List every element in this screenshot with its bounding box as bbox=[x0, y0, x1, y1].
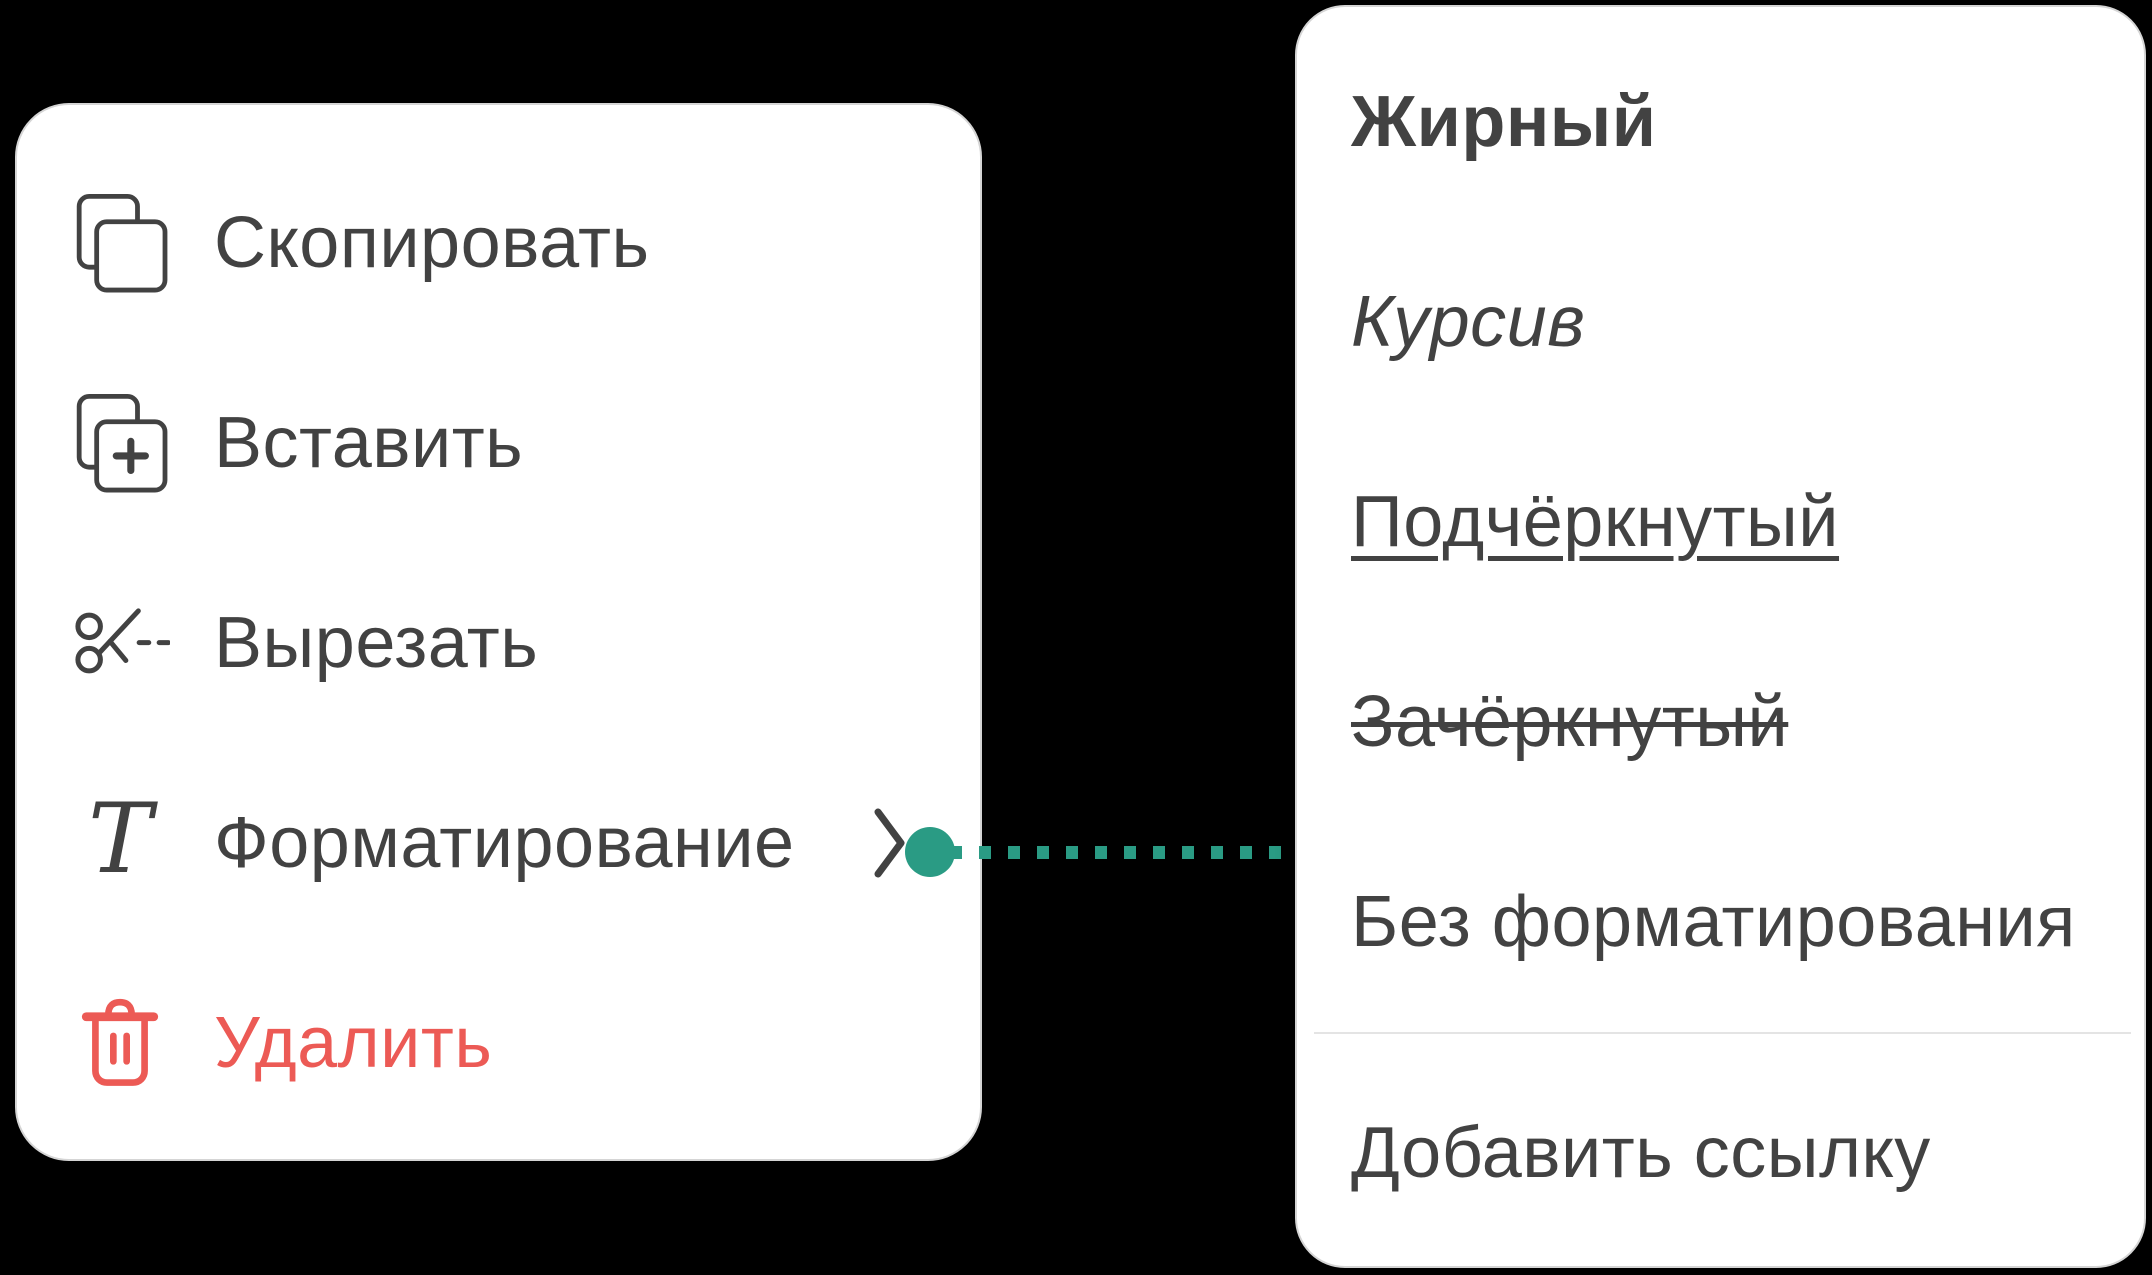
submenu-item-label: Курсив bbox=[1351, 282, 1586, 362]
submenu-item-label: Жирный bbox=[1351, 82, 1657, 162]
menu-item-formatting[interactable]: T Форматирование bbox=[70, 743, 960, 943]
menu-item-label: Вырезать bbox=[214, 603, 539, 683]
copy-icon bbox=[70, 193, 170, 293]
format-submenu: Жирный Курсив Подчёркнутый Зачёркнутый Б… bbox=[1295, 5, 2146, 1268]
submenu-divider bbox=[1314, 1032, 2131, 1034]
menu-item-label: Удалить bbox=[214, 1003, 493, 1083]
submenu-item-clear-formatting[interactable]: Без форматирования bbox=[1351, 822, 2094, 1022]
submenu-item-label: Подчёркнутый bbox=[1351, 482, 1840, 562]
submenu-item-bold[interactable]: Жирный bbox=[1351, 22, 2094, 222]
context-menu: Скопировать Вставить bbox=[15, 103, 982, 1161]
menu-item-cut[interactable]: Вырезать bbox=[70, 543, 960, 743]
cut-icon bbox=[70, 593, 170, 693]
menu-item-copy[interactable]: Скопировать bbox=[70, 143, 960, 343]
submenu-item-label: Добавить ссылку bbox=[1351, 1113, 1931, 1193]
submenu-item-add-link[interactable]: Добавить ссылку bbox=[1351, 1053, 2094, 1253]
trash-icon bbox=[70, 993, 170, 1093]
paste-icon bbox=[70, 393, 170, 493]
menu-item-label: Форматирование bbox=[214, 803, 795, 883]
menu-item-label: Вставить bbox=[214, 403, 524, 483]
format-text-icon: T bbox=[87, 783, 153, 895]
submenu-item-strikethrough[interactable]: Зачёркнутый bbox=[1351, 622, 2094, 822]
menu-item-delete[interactable]: Удалить bbox=[70, 943, 960, 1143]
submenu-item-label: Без форматирования bbox=[1351, 882, 2076, 962]
connector-dot bbox=[905, 827, 955, 877]
submenu-item-label: Зачёркнутый bbox=[1351, 682, 1789, 762]
submenu-item-underline[interactable]: Подчёркнутый bbox=[1351, 422, 2094, 622]
connector-dotted-line bbox=[950, 846, 1298, 859]
submenu-item-italic[interactable]: Курсив bbox=[1351, 222, 2094, 422]
menu-item-label: Скопировать bbox=[214, 203, 650, 283]
menu-item-paste[interactable]: Вставить bbox=[70, 343, 960, 543]
chevron-right-icon bbox=[868, 802, 912, 884]
